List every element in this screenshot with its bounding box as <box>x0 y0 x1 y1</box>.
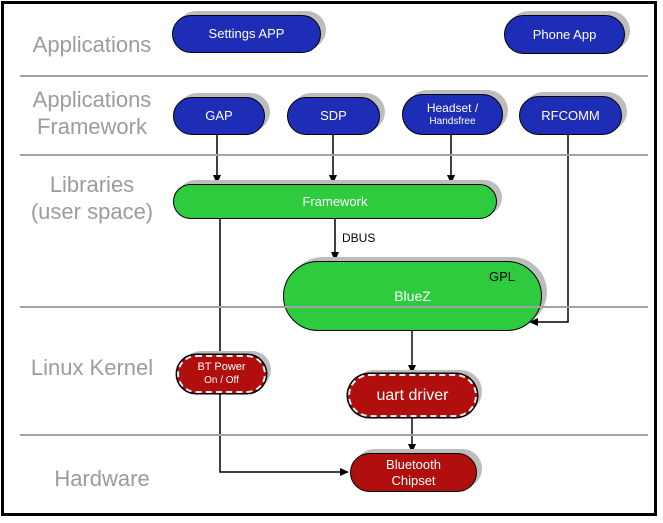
node-rfcomm: RFCOMM <box>519 96 622 135</box>
diagram-border <box>1 1 657 516</box>
node-label: On / Off <box>204 374 239 386</box>
layer-label-libraries: Libraries (user space) <box>18 171 166 225</box>
node-sdp: SDP <box>287 97 380 135</box>
edge-framework-chipset-power <box>219 217 349 476</box>
node-label: Settings APP <box>208 26 285 42</box>
node-label: Chipset <box>391 472 436 488</box>
node-label: Handsfree <box>429 115 476 127</box>
edge-headset-framework <box>447 133 455 184</box>
node-gap: GAP <box>173 97 265 135</box>
node-label: Phone App <box>532 26 597 42</box>
layer-divider-applications <box>20 75 648 77</box>
gpl-license-tag: GPL <box>488 269 515 284</box>
edge-framework-bluez-dbus <box>331 217 339 261</box>
layer-label-applications-framework: Applications Framework <box>18 86 166 140</box>
node-bt-power: BT Power On / Off <box>177 355 266 393</box>
node-label: BlueZ <box>394 287 431 304</box>
node-label: Framework <box>302 193 368 209</box>
node-headset-handsfree: Headset / Handsfree <box>402 94 503 135</box>
layer-divider-userspace-kernel <box>20 306 648 308</box>
layer-divider-kernel-hardware <box>20 434 648 436</box>
edge-bluez-uart <box>408 329 416 374</box>
dbus-edge-label: DBUS <box>342 231 376 245</box>
node-label: RFCOMM <box>541 107 600 123</box>
layer-label-line: Libraries <box>49 172 135 197</box>
node-label: BT Power <box>197 361 246 374</box>
node-label: Headset / <box>426 101 479 116</box>
layer-divider-framework <box>20 154 648 156</box>
node-label: SDP <box>320 108 347 124</box>
node-bluetooth-chipset: Bluetooth Chipset <box>350 453 477 492</box>
node-bluez: BlueZ GPL <box>283 261 542 331</box>
layer-label-line: (user space) <box>30 199 154 224</box>
node-label: uart driver <box>376 386 449 404</box>
layer-label-hardware: Hardware <box>54 466 150 491</box>
node-settings-app: Settings APP <box>172 15 321 53</box>
node-label: GAP <box>205 108 233 124</box>
edge-sdp-framework <box>329 133 337 184</box>
node-framework: Framework <box>173 184 497 219</box>
layer-label-line: Applications <box>32 87 152 112</box>
layer-label-linux-kernel: Linux Kernel <box>30 355 154 380</box>
layer-label-applications: Applications <box>32 32 152 57</box>
layer-label-line: Framework <box>36 114 147 139</box>
node-uart-driver: uart driver <box>348 374 477 417</box>
edge-uart-chipset <box>408 413 416 453</box>
edge-gap-framework <box>213 133 221 184</box>
node-phone-app: Phone App <box>504 15 625 54</box>
node-label: Bluetooth <box>386 456 441 472</box>
